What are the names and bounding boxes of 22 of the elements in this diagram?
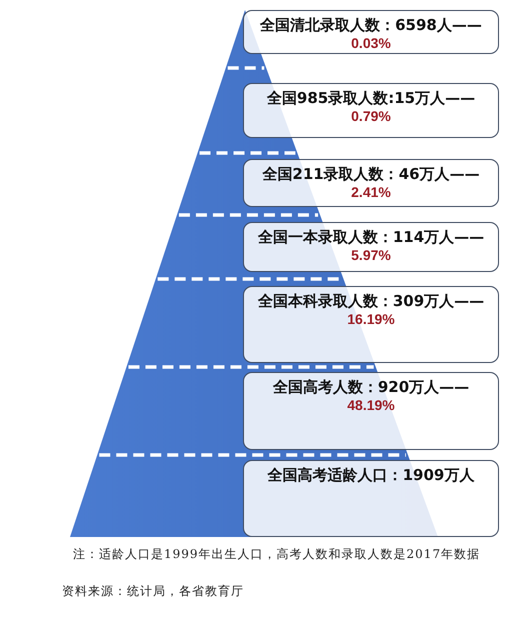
- percentage-text: 0.03%: [351, 35, 391, 52]
- callout-box: [243, 222, 499, 272]
- source-text: 资料来源：统计局，各省教育厅: [62, 583, 244, 599]
- percentage-text: 2.41%: [351, 184, 391, 201]
- percentage-text: 0.79%: [351, 108, 391, 125]
- count-text: 全国985录取人数:15万人——: [266, 89, 476, 108]
- count-text: 全国高考人数：920万人——: [272, 378, 470, 397]
- count-text: 全国本科录取人数：309万人——: [258, 292, 484, 311]
- percentage-text: 48.19%: [347, 397, 395, 414]
- callout-box: [243, 159, 499, 207]
- footnote-text: 注：适龄人口是1999年出生人口，高考人数和录取人数是2017年数据: [73, 546, 480, 562]
- percentage-text: 16.19%: [347, 311, 395, 328]
- callout-box: [243, 83, 499, 138]
- percentage-text: 5.97%: [351, 247, 391, 264]
- count-text: 全国211录取人数：46万人——: [262, 165, 480, 184]
- count-text: 全国一本录取人数：114万人——: [258, 228, 484, 247]
- callout-box: [243, 286, 499, 363]
- callout-box: [243, 10, 499, 54]
- callout-box: [243, 372, 499, 450]
- count-text: 全国清北录取人数：6598人——: [260, 16, 482, 35]
- count-text: 全国高考适龄人口：1909万人: [268, 466, 474, 485]
- callout-box: [243, 460, 499, 537]
